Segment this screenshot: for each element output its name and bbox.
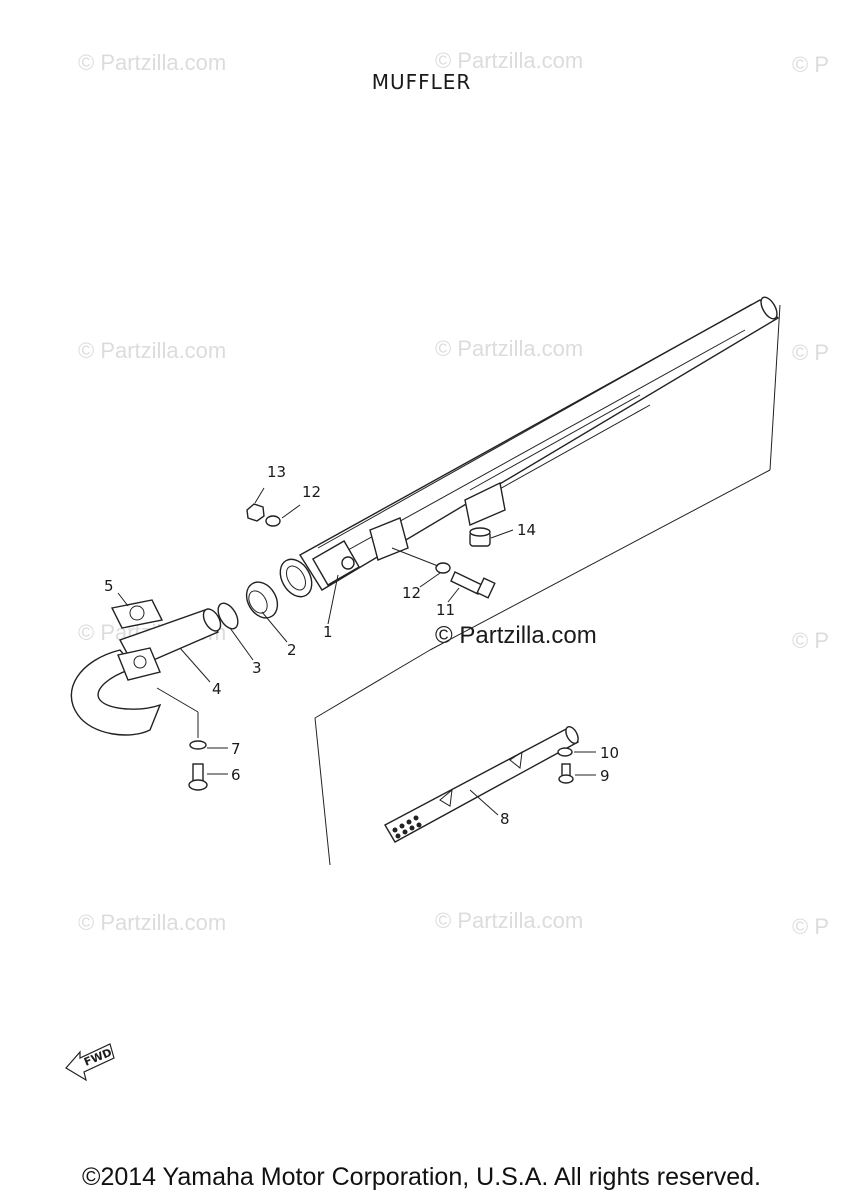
baffle-washer xyxy=(557,747,573,757)
callout-1: 1 xyxy=(323,623,333,641)
boundary-line xyxy=(769,304,781,471)
inner-baffle xyxy=(384,726,580,843)
watermark: © Partzilla.com xyxy=(435,48,584,73)
watermark: © Partzilla.com xyxy=(78,50,227,75)
callout-10: 10 xyxy=(600,744,619,762)
callout-3: 3 xyxy=(252,659,262,677)
callout-2: 2 xyxy=(287,641,297,659)
exhaust-ring xyxy=(217,602,239,630)
boundary-line xyxy=(314,717,331,866)
watermark-partial: © P xyxy=(792,52,829,77)
callout-5: 5 xyxy=(104,577,114,595)
watermark: © Partzilla.com xyxy=(78,338,227,363)
watermark: © Partzilla.com xyxy=(435,908,584,933)
flange-bolt xyxy=(188,763,208,791)
mount-washer xyxy=(435,562,451,574)
boundary-line xyxy=(314,649,431,719)
callout-14: 14 xyxy=(517,521,536,539)
watermark: © Partzilla.com xyxy=(435,336,584,361)
callout-11: 11 xyxy=(436,601,455,619)
baffle-bolt xyxy=(558,763,574,784)
callout-8: 8 xyxy=(500,810,510,828)
callout-12: 12 xyxy=(402,584,421,602)
callout-4: 4 xyxy=(212,680,222,698)
callout-7: 7 xyxy=(231,740,241,758)
exhaust-joint xyxy=(245,581,279,619)
watermark-partial: © P xyxy=(792,628,829,653)
forward-arrow-icon: FWD xyxy=(65,1043,115,1082)
flange-washer xyxy=(189,740,207,750)
callout-13: 13 xyxy=(267,463,286,481)
watermark-strong: © Partzilla.com xyxy=(435,622,597,649)
diagram-title: MUFFLER xyxy=(371,70,472,94)
rubber-damper xyxy=(469,527,491,547)
mount-bolt xyxy=(450,571,496,599)
watermark-partial: © P xyxy=(792,914,829,939)
mount-nut xyxy=(246,503,265,522)
mount-washer xyxy=(265,515,281,527)
boundary-line xyxy=(429,469,771,651)
watermark: © Partzilla.com xyxy=(78,910,227,935)
muffler-body xyxy=(279,296,780,598)
copyright-notice: ©2014 Yamaha Motor Corporation, U.S.A. A… xyxy=(82,1163,761,1191)
callout-9: 9 xyxy=(600,767,610,785)
watermark-partial: © P xyxy=(792,340,829,365)
gasket xyxy=(110,599,164,629)
callout-6: 6 xyxy=(231,766,241,784)
exhaust-pipe xyxy=(70,608,222,736)
callout-12b: 12 xyxy=(302,483,321,501)
